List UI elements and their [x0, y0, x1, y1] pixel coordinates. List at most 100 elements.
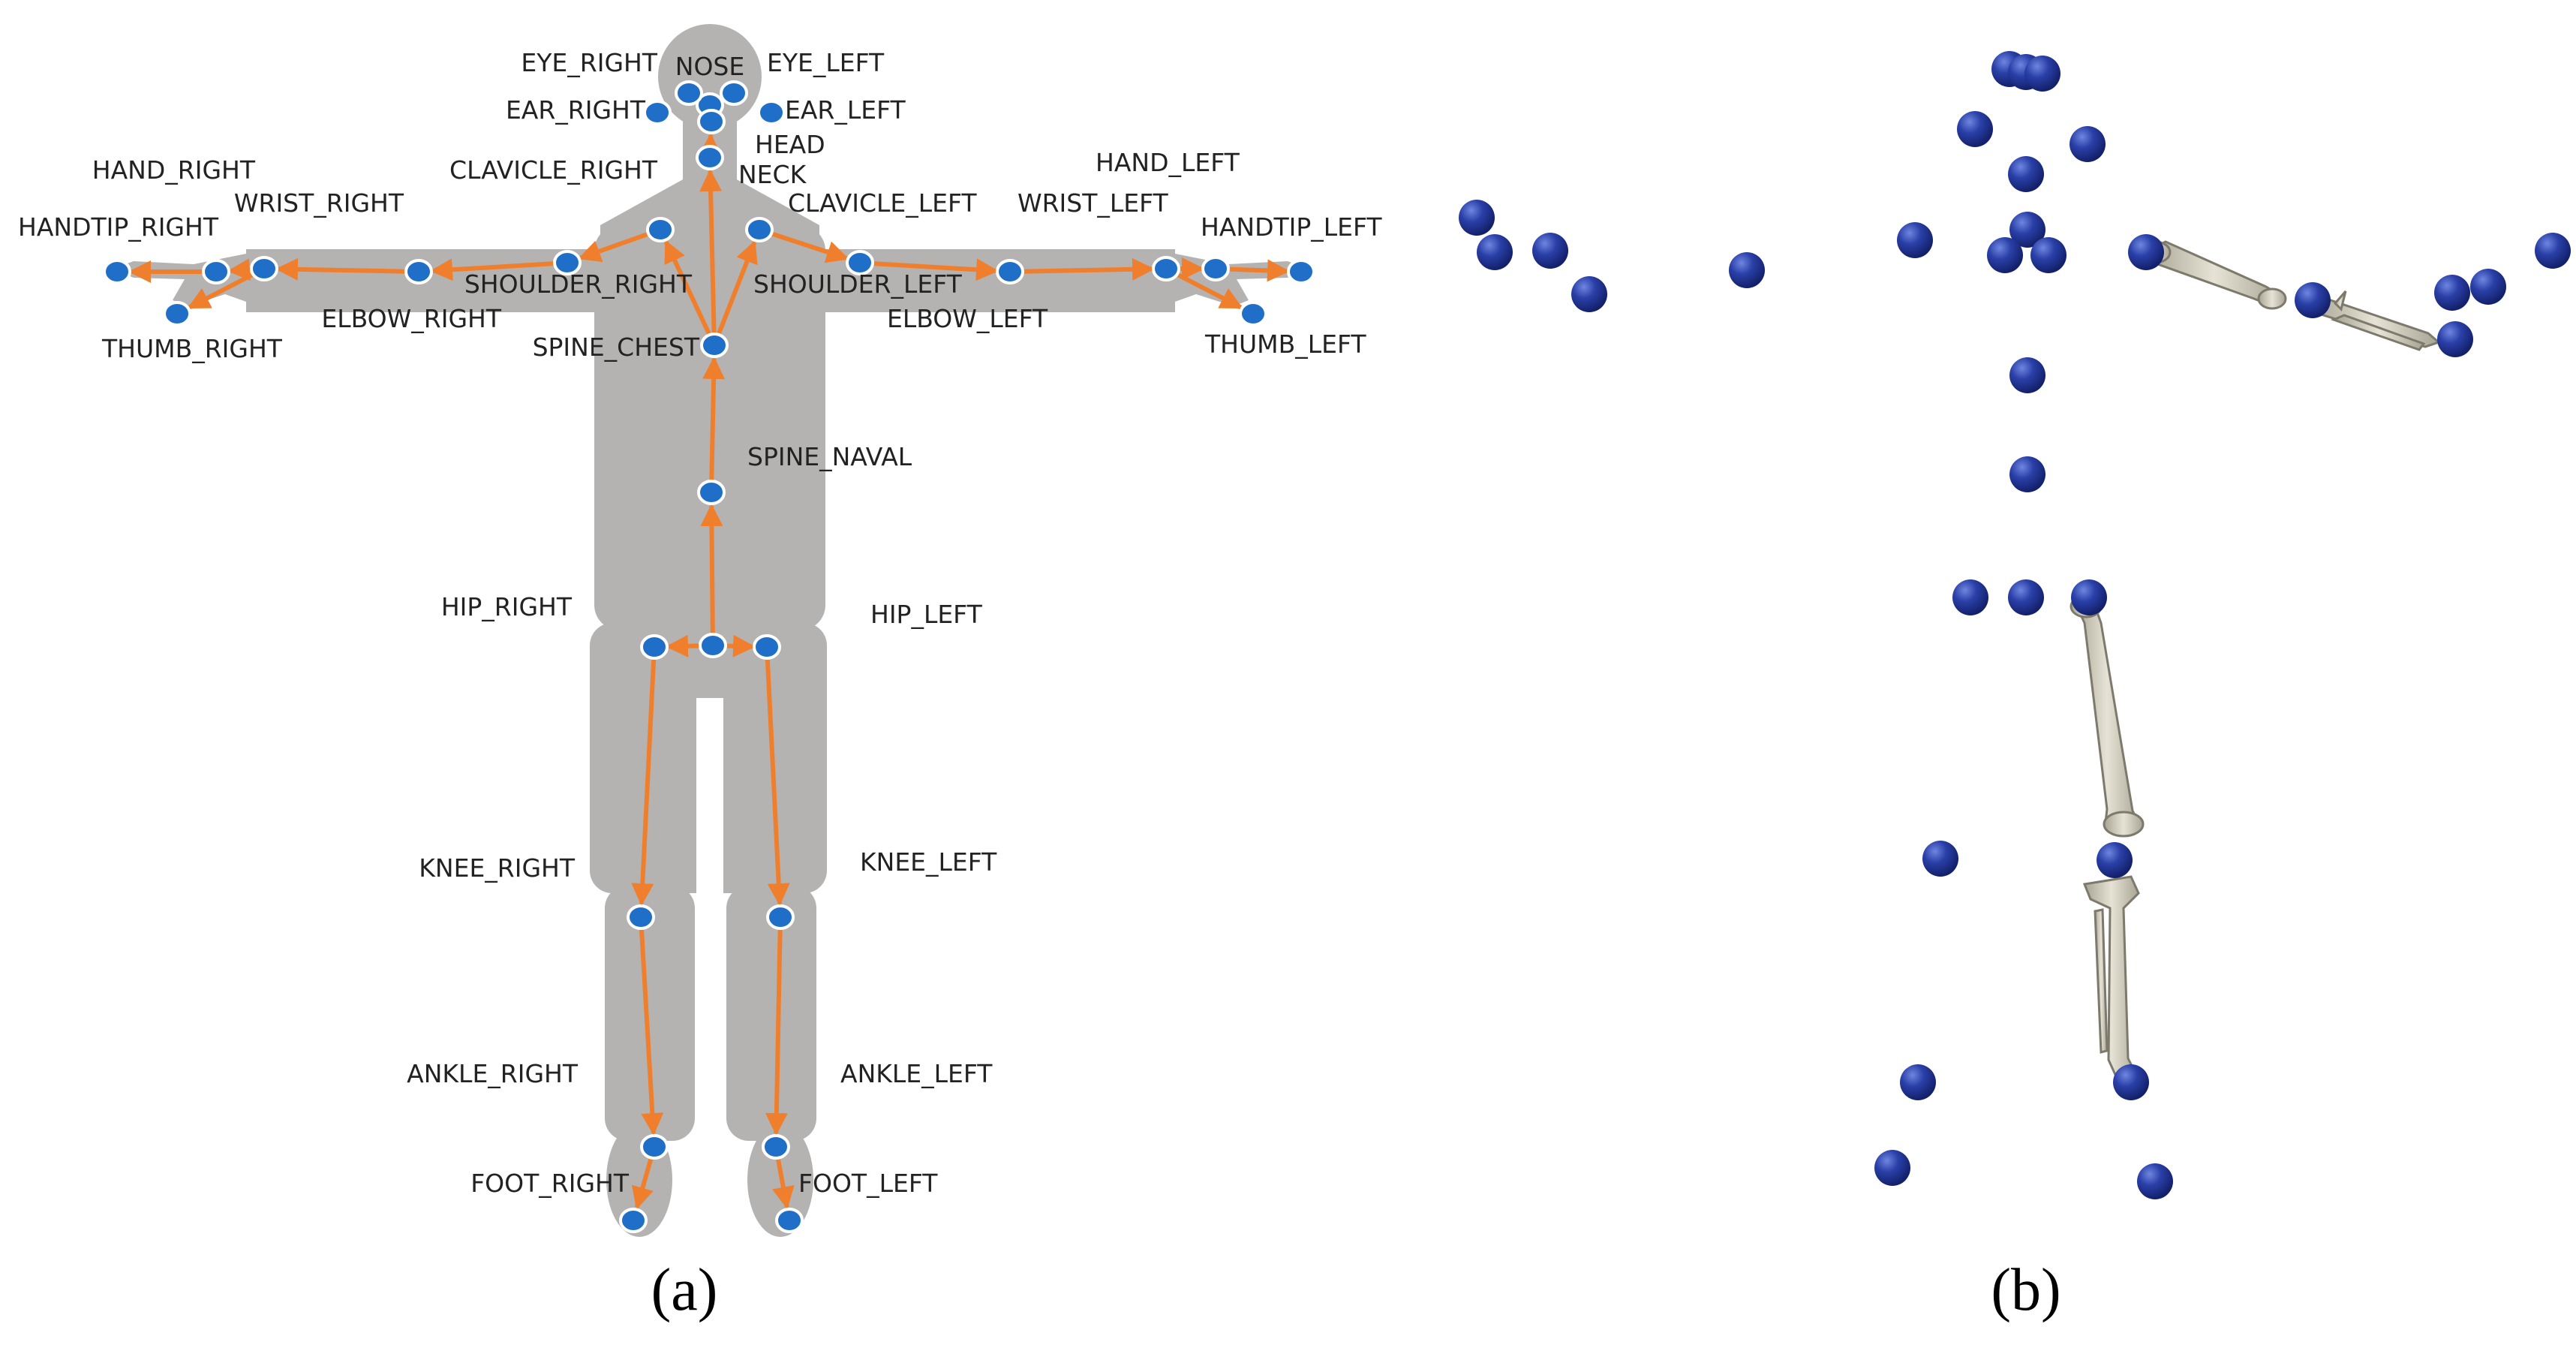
bone-arrow-spine-chest-to-clavicle-left: [717, 239, 758, 335]
joint-label-neck: NECK: [738, 160, 807, 189]
bone-arrows: [128, 132, 1291, 1210]
marker-sphere: [2070, 126, 2106, 162]
joint-wrist-left: [1152, 256, 1180, 281]
marker-sphere: [2008, 156, 2044, 192]
bone-arrow-spine-naval-to-spine-chest: [702, 356, 726, 481]
bone-arrow-pelvis-to-spine-naval: [700, 503, 723, 634]
marker-sphere: [2030, 237, 2067, 273]
joint-thumb-right: [163, 301, 191, 326]
joint-elbow-right: [404, 259, 433, 284]
marker-sphere: [1987, 237, 2023, 273]
joint-foot-right: [619, 1208, 648, 1233]
joint-label-hip-right: HIP_RIGHT: [441, 592, 573, 621]
marker-sphere: [2295, 282, 2331, 318]
joint-elbow-left: [996, 259, 1024, 284]
marker-sphere: [2097, 842, 2133, 878]
joint-label-foot-right: FOOT_RIGHT: [470, 1169, 630, 1198]
joint-spine-chest: [700, 332, 729, 358]
bone-arrow-hip-right-to-knee-right: [631, 658, 657, 907]
bone-arrow-clavicle-right-to-shoulder-right: [578, 231, 650, 263]
joint-label-eye-right: EYE_RIGHT: [521, 48, 657, 77]
bone-arrow-wrist-right-to-hand-right: [227, 258, 253, 281]
bone-arrow-pelvis-to-hip-left: [724, 634, 756, 657]
bone-arrow-wrist-left-to-thumb-left: [1175, 272, 1243, 310]
joint-hip-left: [753, 634, 781, 660]
joint-label-knee-right: KNEE_RIGHT: [419, 853, 576, 883]
bone-models: [2070, 240, 2441, 1078]
joint-handtip-right: [103, 259, 131, 284]
joint-label-thumb-left: THUMB_LEFT: [1204, 329, 1366, 359]
joint-ankle-right: [640, 1134, 669, 1160]
joint-foot-left: [775, 1208, 804, 1233]
joint-eye-left: [720, 80, 748, 106]
joint-label-nose: NOSE: [675, 52, 744, 81]
bone-arrow-pelvis-to-hip-right: [665, 634, 702, 657]
marker-sphere: [1900, 1064, 1936, 1100]
bone-arrow-spine-chest-to-clavicle-right: [663, 239, 711, 335]
joint-label-shoulder-left: SHOULDER_LEFT: [753, 269, 963, 299]
joint-label-handtip-right: HANDTIP_RIGHT: [18, 212, 219, 242]
joint-label-elbow-left: ELBOW_LEFT: [887, 304, 1048, 333]
joint-label-handtip-left: HANDTIP_LEFT: [1201, 212, 1382, 242]
bone-arrow-knee-left-to-ankle-left: [765, 928, 788, 1136]
joint-markers: [103, 80, 1315, 1233]
bone-arrow-hand-left-to-handtip-left: [1227, 259, 1291, 282]
marker-sphere: [1729, 252, 1765, 288]
joint-head: [697, 109, 726, 134]
bone-arrow-elbow-left-to-wrist-left: [1021, 257, 1156, 281]
joint-label-ankle-right: ANKLE_RIGHT: [407, 1059, 579, 1088]
marker-sphere: [1571, 276, 1607, 312]
joint-label-head: HEAD: [755, 130, 825, 159]
marker-sphere: [2113, 1064, 2149, 1100]
marker-sphere: [1957, 111, 1993, 147]
joint-ear-right: [643, 100, 672, 125]
joint-label-eye-left: EYE_LEFT: [767, 48, 885, 77]
joint-label-spine-naval: SPINE_NAVAL: [747, 442, 912, 471]
joint-hip-right: [640, 634, 669, 660]
marker-sphere: [1874, 1150, 1910, 1186]
marker-sphere: [2128, 234, 2164, 270]
marker-sphere: [2008, 579, 2044, 615]
bone-arrow-hip-left-to-knee-left: [765, 658, 790, 907]
joint-spine-naval: [697, 480, 726, 505]
marker-sphere: [1532, 233, 1568, 269]
bone-arrow-shoulder-right-to-elbow-right: [429, 258, 556, 281]
joint-label-spine-chest: SPINE_CHEST: [533, 332, 700, 362]
joint-label-hip-left: HIP_LEFT: [870, 600, 983, 629]
joint-ear-left: [757, 100, 786, 125]
panel-b-caption: (b): [1991, 1257, 2060, 1323]
bone-arrow-clavicle-left-to-shoulder-left: [770, 231, 849, 263]
joint-label-ear-right: EAR_RIGHT: [506, 95, 646, 125]
marker-sphere: [1922, 841, 1958, 877]
marker-sphere: [2024, 56, 2060, 92]
joint-clavicle-right: [646, 217, 675, 242]
bone-arrow-ankle-right-to-foot-right: [631, 1157, 654, 1210]
tibia-bone: [2082, 875, 2140, 1078]
bone-arrow-wrist-right-to-thumb-right: [187, 272, 255, 310]
joint-handtip-left: [1287, 259, 1315, 284]
marker-spheres: [1459, 51, 2571, 1199]
joint-hand-left: [1201, 256, 1230, 281]
marker-sphere: [2470, 269, 2506, 305]
marker-sphere: [2437, 321, 2473, 357]
panel-a-caption: (a): [651, 1257, 718, 1323]
marker-sphere: [1897, 222, 1933, 258]
joint-eye-right: [675, 80, 703, 106]
joint-wrist-right: [250, 256, 278, 281]
joint-label-hand-right: HAND_RIGHT: [92, 155, 256, 185]
joint-label-hand-left: HAND_LEFT: [1096, 148, 1240, 177]
bone-arrow-shoulder-left-to-elbow-left: [871, 258, 999, 281]
bone-arrow-spine-chest-to-neck: [699, 168, 723, 334]
joint-shoulder-left: [846, 250, 874, 275]
marker-sphere: [1952, 579, 1988, 615]
joint-thumb-left: [1239, 301, 1267, 326]
joint-pelvis: [699, 633, 727, 658]
joint-label-thumb-right: THUMB_RIGHT: [101, 334, 283, 363]
joint-label-clavicle-right: CLAVICLE_RIGHT: [449, 155, 658, 185]
bone-arrow-elbow-right-to-wrist-right: [275, 257, 407, 281]
joint-shoulder-right: [553, 250, 582, 275]
joint-label-wrist-right: WRIST_RIGHT: [234, 188, 404, 218]
